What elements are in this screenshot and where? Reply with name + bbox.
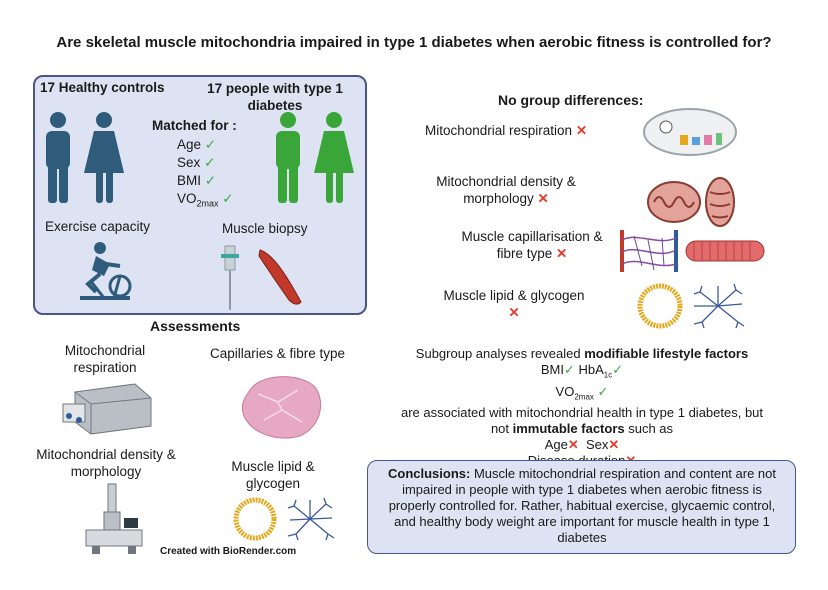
assess-mito-resp: Mitochondrial respiration — [64, 343, 146, 375]
result-lipid: Muscle lipid & glycogen ✕ — [443, 288, 585, 320]
lipid-droplet-icon — [637, 283, 683, 329]
assessments-heading: Assessments — [150, 318, 241, 334]
cross-icon: ✕ — [537, 191, 549, 206]
tissue-section-icon — [241, 376, 322, 439]
check-icon: ✓ — [204, 173, 217, 188]
results-heading: No group differences: — [498, 92, 644, 108]
result-mito-density: Mitochondrial density & morphology ✕ — [436, 174, 576, 206]
assess-capillaries: Capillaries & fibre type — [210, 346, 346, 361]
check-icon: ✓ — [222, 191, 234, 206]
cross-icon: ✕ — [508, 305, 520, 320]
result-mito-resp: Mitochondrial respiration ✕ — [425, 123, 588, 138]
matched-vo2: VO2max — [177, 191, 219, 209]
exercise-capacity-label: Exercise capacity — [45, 219, 151, 234]
respirometer-icon — [62, 383, 152, 435]
subgroup-text: Subgroup analyses revealed modifiable li… — [400, 346, 764, 468]
assess-mito-density: Mitochondrial density & morphology — [36, 447, 176, 479]
cohort-panel — [33, 75, 367, 315]
result-capillarisation: Muscle capillarisation & fibre type ✕ — [461, 229, 603, 261]
glycogen-icon — [287, 497, 335, 541]
electron-microscope-icon — [85, 483, 143, 554]
matched-list: Age ✓ Sex ✓ BMI ✓ VO2max ✓ — [177, 136, 234, 213]
glycogen-icon — [693, 283, 745, 329]
healthy-controls-label: 17 Healthy controls — [40, 80, 165, 95]
assess-lipid: Muscle lipid & glycogen — [231, 459, 315, 491]
lipid-droplet-icon — [233, 497, 277, 541]
page-title: Are skeletal muscle mitochondria impaire… — [56, 34, 772, 51]
biorender-credit: Created with BioRender.com — [160, 546, 297, 557]
check-icon: ✓ — [204, 137, 217, 152]
cross-icon: ✕ — [555, 246, 568, 261]
check-icon: ✓ — [204, 155, 216, 170]
muscle-icon — [258, 249, 302, 305]
matched-age: Age — [177, 137, 202, 152]
cross-icon: ✕ — [575, 123, 588, 138]
exercise-bike-icon — [80, 242, 132, 300]
muscle-biopsy-label: Muscle biopsy — [222, 221, 308, 236]
muscle-fibre-icon — [685, 240, 765, 262]
matched-heading: Matched for : — [152, 118, 237, 133]
conclusion-text: Conclusions: Muscle mitochondrial respir… — [387, 466, 776, 545]
capillary-network-icon — [620, 230, 678, 272]
biopsy-needle-icon — [221, 245, 302, 310]
t1d-people-icon — [276, 112, 354, 203]
mitochondrion-icon — [643, 108, 737, 156]
t1d-label: 17 people with type 1 diabetes — [207, 81, 343, 113]
matched-bmi: BMI — [177, 173, 202, 188]
matched-sex: Sex — [177, 155, 201, 170]
conclusion-label: Conclusions: — [387, 466, 471, 481]
conclusion-panel — [367, 460, 796, 554]
healthy-controls-icon — [46, 112, 124, 203]
mitochondria-morphology-icon — [647, 177, 735, 227]
